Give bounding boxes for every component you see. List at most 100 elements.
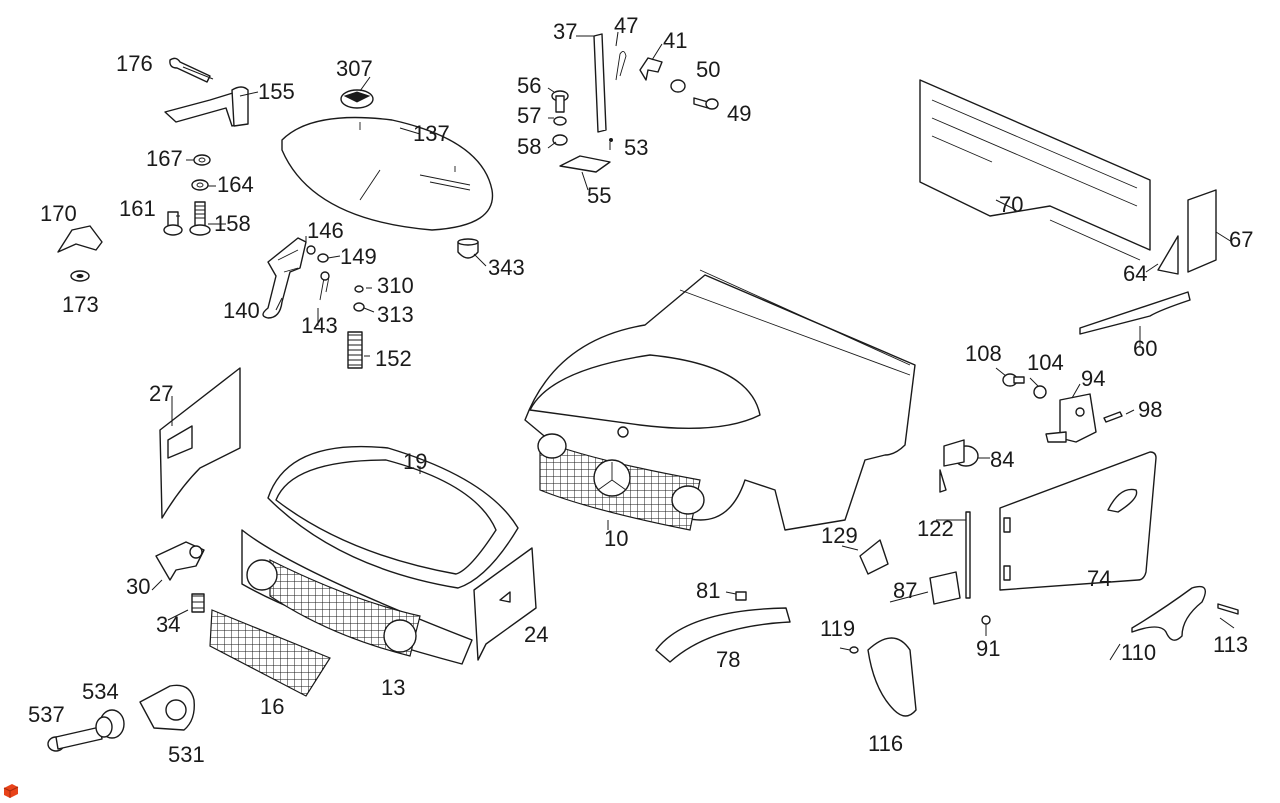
clip-47 xyxy=(615,51,627,81)
label-57[interactable]: 57 xyxy=(517,103,541,128)
bolt-537 xyxy=(47,726,103,752)
washer-164 xyxy=(191,179,209,191)
label-49[interactable]: 49 xyxy=(727,101,751,126)
label-55[interactable]: 55 xyxy=(587,183,611,208)
label-70[interactable]: 70 xyxy=(999,192,1023,217)
label-47[interactable]: 47 xyxy=(614,13,638,38)
pin-53 xyxy=(609,138,613,142)
spring-34 xyxy=(191,593,205,613)
emblem-307 xyxy=(340,89,374,109)
label-58[interactable]: 58 xyxy=(517,134,541,159)
label-27[interactable]: 27 xyxy=(149,381,173,406)
label-78[interactable]: 78 xyxy=(716,647,740,672)
label-167[interactable]: 167 xyxy=(146,146,183,171)
label-113[interactable]: 113 xyxy=(1213,632,1248,657)
washer-310 xyxy=(354,285,364,293)
label-81[interactable]: 81 xyxy=(696,578,720,603)
label-53[interactable]: 53 xyxy=(624,135,648,160)
label-307[interactable]: 307 xyxy=(336,56,373,81)
label-170[interactable]: 170 xyxy=(40,201,77,226)
hinge-129 xyxy=(859,539,889,575)
label-140[interactable]: 140 xyxy=(223,298,260,323)
label-310[interactable]: 310 xyxy=(377,273,414,298)
label-152[interactable]: 152 xyxy=(375,346,412,371)
label-24[interactable]: 24 xyxy=(524,622,548,647)
windscreen-137 xyxy=(281,116,494,231)
screw-98 xyxy=(1103,411,1123,423)
label-149[interactable]: 149 xyxy=(340,244,377,269)
rod-122 xyxy=(965,511,971,599)
bushing-534 xyxy=(95,709,125,739)
label-94[interactable]: 94 xyxy=(1081,366,1105,391)
bracket-170 xyxy=(57,225,103,253)
mount-531 xyxy=(139,684,195,731)
label-67[interactable]: 67 xyxy=(1229,227,1253,252)
label-155[interactable]: 155 xyxy=(258,79,295,104)
label-50[interactable]: 50 xyxy=(696,57,720,82)
label-91[interactable]: 91 xyxy=(976,636,1000,661)
screw-91 xyxy=(981,615,991,625)
label-116[interactable]: 116 xyxy=(868,731,903,756)
label-119[interactable]: 119 xyxy=(820,616,855,641)
label-87[interactable]: 87 xyxy=(893,578,917,603)
hood-hinge-155 xyxy=(164,86,249,127)
label-13[interactable]: 13 xyxy=(381,675,405,700)
label-60[interactable]: 60 xyxy=(1133,336,1157,361)
bolt-49 xyxy=(693,97,719,110)
label-164[interactable]: 164 xyxy=(217,172,254,197)
pad-116 xyxy=(867,637,917,717)
label-137[interactable]: 137 xyxy=(413,121,450,146)
label-173[interactable]: 173 xyxy=(62,292,99,317)
label-19[interactable]: 19 xyxy=(403,449,427,474)
washer-104 xyxy=(1033,385,1047,399)
label-110[interactable]: 110 xyxy=(1121,640,1156,665)
label-161[interactable]: 161 xyxy=(119,196,156,221)
strap-37 xyxy=(593,33,607,133)
hood-latch-140 xyxy=(262,237,307,319)
label-64[interactable]: 64 xyxy=(1123,261,1147,286)
screw-113 xyxy=(1217,603,1239,615)
gusset-64 xyxy=(1157,235,1179,275)
fender-24 xyxy=(473,547,537,661)
leader-lines xyxy=(151,31,1235,661)
plate-55 xyxy=(559,155,611,173)
door-74 xyxy=(999,451,1157,591)
label-122[interactable]: 122 xyxy=(917,516,954,541)
label-129[interactable]: 129 xyxy=(821,523,858,548)
label-16[interactable]: 16 xyxy=(260,694,284,719)
nut-149 xyxy=(317,253,329,263)
label-313[interactable]: 313 xyxy=(377,302,414,327)
label-37[interactable]: 37 xyxy=(553,19,577,44)
label-537[interactable]: 537 xyxy=(28,702,65,727)
label-30[interactable]: 30 xyxy=(126,574,150,599)
label-41[interactable]: 41 xyxy=(663,28,687,53)
bracket-41 xyxy=(639,57,663,81)
plate-87 xyxy=(929,571,961,605)
label-108[interactable]: 108 xyxy=(965,341,1002,366)
washer-146 xyxy=(306,245,316,255)
front-mask-13 xyxy=(241,529,473,665)
lock-94 xyxy=(1045,393,1097,443)
label-74[interactable]: 74 xyxy=(1087,566,1111,591)
bolt-158 xyxy=(189,201,211,236)
label-56[interactable]: 56 xyxy=(517,73,541,98)
label-10[interactable]: 10 xyxy=(604,526,628,551)
nut-313 xyxy=(353,302,365,312)
rail-60 xyxy=(1079,291,1191,335)
label-534[interactable]: 534 xyxy=(82,679,119,704)
grille-16 xyxy=(209,609,331,697)
label-98[interactable]: 98 xyxy=(1138,397,1162,422)
spring-143 xyxy=(319,271,330,301)
callout-labels: 176 155 307 137 37 47 41 50 56 49 57 58 … xyxy=(28,13,1253,767)
side-panel-27 xyxy=(159,367,241,519)
label-343[interactable]: 343 xyxy=(488,255,525,280)
label-34[interactable]: 34 xyxy=(156,612,180,637)
label-143[interactable]: 143 xyxy=(301,313,338,338)
label-158[interactable]: 158 xyxy=(214,211,251,236)
label-531[interactable]: 531 xyxy=(168,742,205,767)
label-104[interactable]: 104 xyxy=(1027,350,1064,375)
label-176[interactable]: 176 xyxy=(116,51,153,76)
label-146[interactable]: 146 xyxy=(307,218,344,243)
label-84[interactable]: 84 xyxy=(990,447,1014,472)
